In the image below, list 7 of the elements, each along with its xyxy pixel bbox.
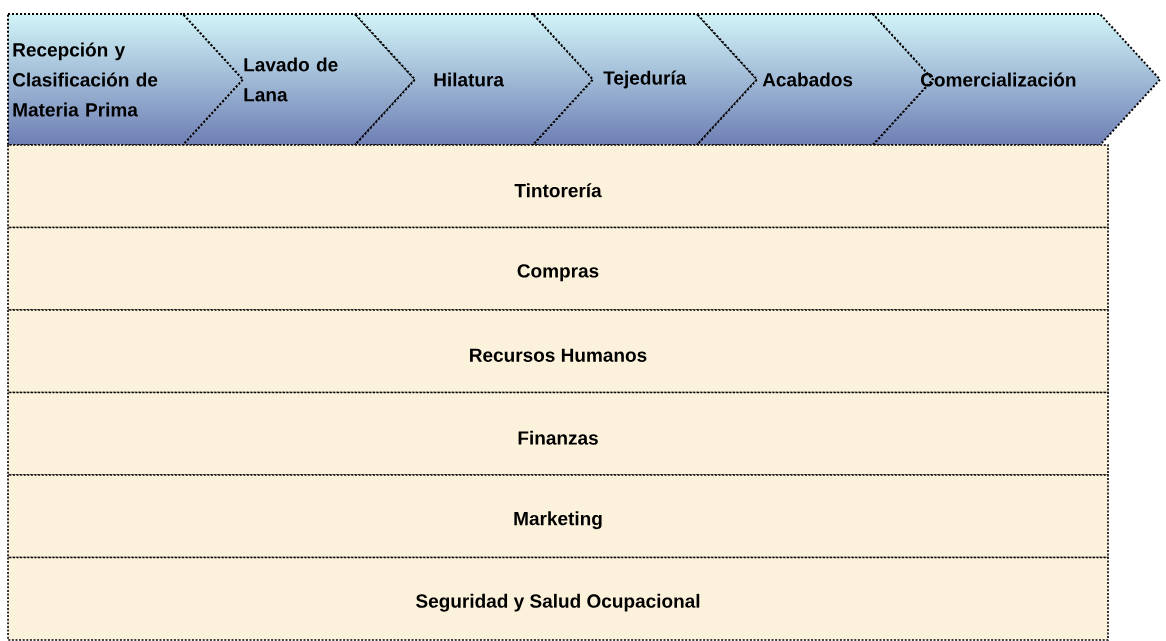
support-band: Tintorería (7, 144, 1109, 229)
support-band: Recursos Humanos (7, 309, 1109, 394)
support-band: Compras (7, 226, 1109, 311)
support-band: Seguridad y Salud Ocupacional (7, 556, 1109, 641)
support-band: Finanzas (7, 391, 1109, 476)
process-step: Comercialización (870, 13, 1162, 146)
support-band: Marketing (7, 474, 1109, 559)
